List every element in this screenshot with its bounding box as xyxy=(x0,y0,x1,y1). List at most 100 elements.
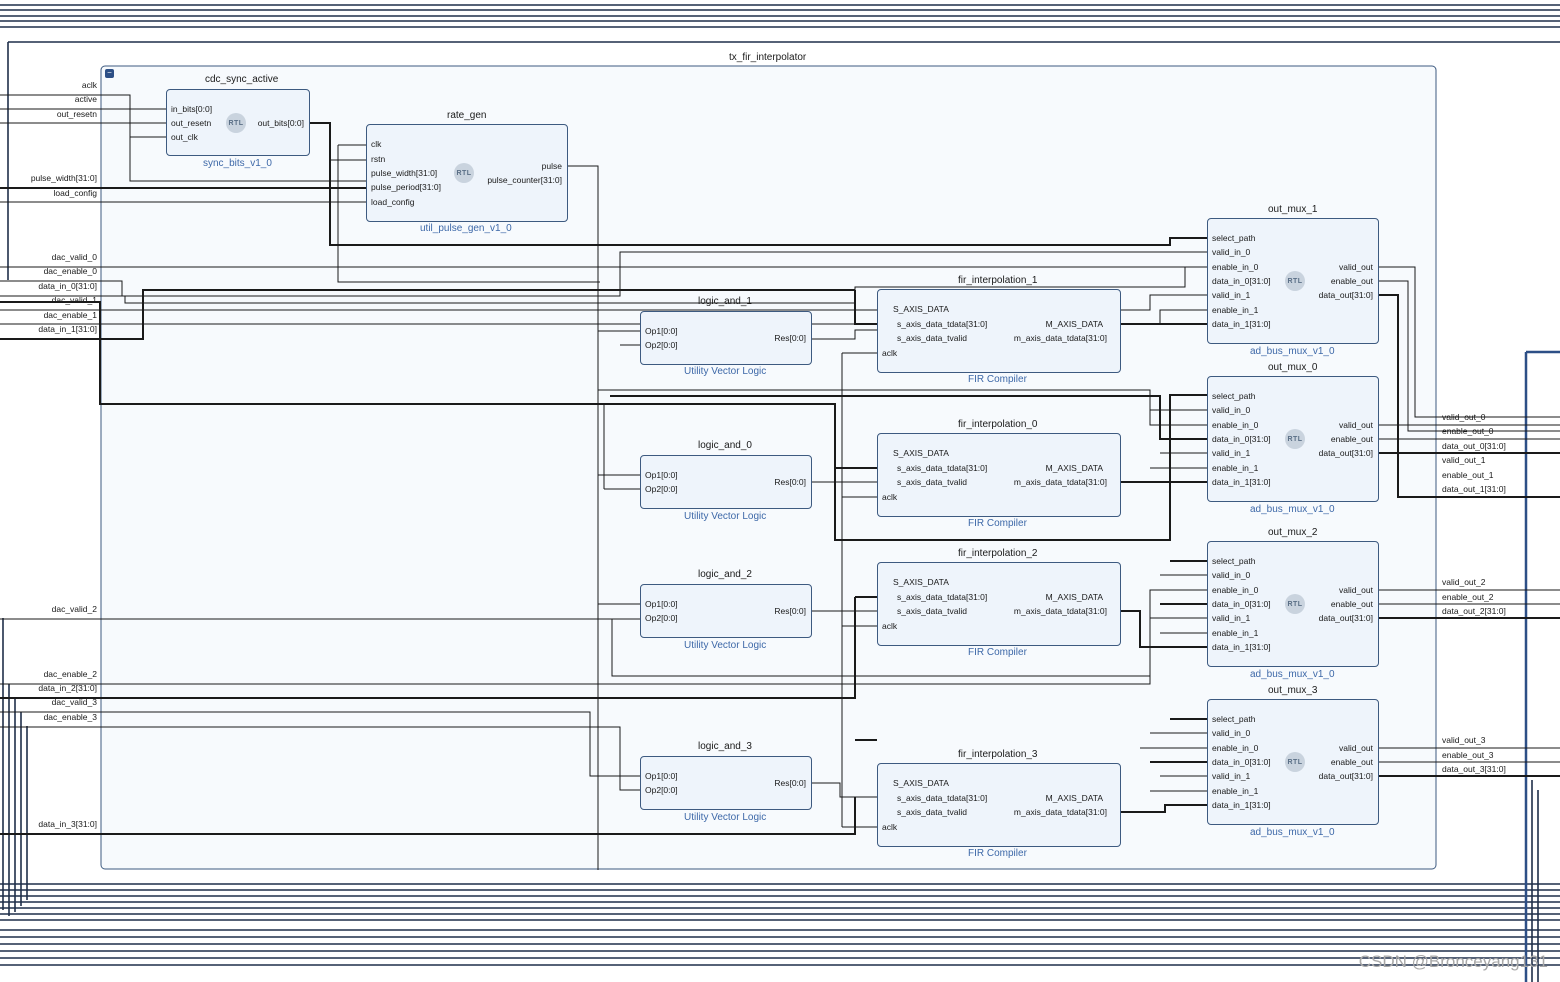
input-pin[interactable]: data_in_1[31:0] xyxy=(1212,642,1271,652)
input-pin[interactable]: aclk xyxy=(882,621,898,631)
external-output-port[interactable]: data_out_3[31:0] xyxy=(1442,764,1506,774)
external-input-port[interactable]: dac_valid_3 xyxy=(51,697,97,707)
input-pin[interactable]: enable_in_1 xyxy=(1212,786,1259,796)
collapse-icon[interactable]: − xyxy=(105,69,114,78)
input-pin[interactable]: enable_in_0 xyxy=(1212,262,1259,272)
input-pin[interactable]: Op1[0:0] xyxy=(645,599,678,609)
input-pin[interactable]: enable_in_0 xyxy=(1212,743,1259,753)
input-pin[interactable]: enable_in_1 xyxy=(1212,305,1259,315)
output-pin[interactable]: pulse_counter[31:0] xyxy=(487,175,562,185)
logic-and-1-block[interactable] xyxy=(640,311,812,365)
input-pin[interactable]: valid_in_1 xyxy=(1212,290,1251,300)
external-input-port[interactable]: dac_valid_1 xyxy=(51,295,97,305)
output-pin[interactable]: valid_out xyxy=(1338,262,1373,272)
external-input-port[interactable]: dac_enable_1 xyxy=(43,310,97,320)
external-input-port[interactable]: data_in_2[31:0] xyxy=(38,683,97,693)
bus-out-label[interactable]: M_AXIS_DATA xyxy=(1045,319,1103,329)
input-pin[interactable]: s_axis_data_tdata[31:0] xyxy=(897,463,988,473)
input-pin[interactable]: s_axis_data_tvalid xyxy=(897,477,967,487)
external-input-port[interactable]: dac_valid_2 xyxy=(51,604,97,614)
output-pin[interactable]: Res[0:0] xyxy=(774,333,806,343)
input-pin[interactable]: Op1[0:0] xyxy=(645,326,678,336)
bus-out-label[interactable]: M_AXIS_DATA xyxy=(1045,463,1103,473)
external-input-port[interactable]: dac_enable_3 xyxy=(43,712,97,722)
input-pin[interactable]: valid_in_1 xyxy=(1212,613,1251,623)
input-pin[interactable]: in_bits[0:0] xyxy=(171,104,213,114)
output-pin[interactable]: Res[0:0] xyxy=(774,778,806,788)
external-output-port[interactable]: enable_out_2 xyxy=(1442,592,1494,602)
input-pin[interactable]: data_in_1[31:0] xyxy=(1212,477,1271,487)
input-pin[interactable]: Op1[0:0] xyxy=(645,771,678,781)
input-pin[interactable]: enable_in_1 xyxy=(1212,628,1259,638)
output-pin[interactable]: enable_out xyxy=(1330,757,1373,767)
external-input-port[interactable]: data_in_0[31:0] xyxy=(38,281,97,291)
input-pin[interactable]: select_path xyxy=(1212,233,1256,243)
output-pin[interactable]: enable_out xyxy=(1330,599,1373,609)
external-output-port[interactable]: valid_out_0 xyxy=(1442,412,1486,422)
input-pin[interactable]: select_path xyxy=(1212,391,1256,401)
fir-0-block[interactable] xyxy=(877,433,1121,517)
input-pin[interactable]: enable_in_0 xyxy=(1212,420,1259,430)
output-pin[interactable]: m_axis_data_tdata[31:0] xyxy=(1013,606,1107,616)
output-pin[interactable]: enable_out xyxy=(1330,276,1373,286)
input-pin[interactable]: data_in_0[31:0] xyxy=(1212,434,1271,444)
external-input-port[interactable]: dac_enable_2 xyxy=(43,669,97,679)
external-input-port[interactable]: aclk xyxy=(81,80,97,90)
input-pin[interactable]: data_in_0[31:0] xyxy=(1212,599,1271,609)
output-pin[interactable]: data_out[31:0] xyxy=(1318,448,1373,458)
input-pin[interactable]: valid_in_0 xyxy=(1212,728,1251,738)
bus-out-label[interactable]: M_AXIS_DATA xyxy=(1045,592,1103,602)
external-output-port[interactable]: enable_out_3 xyxy=(1442,750,1494,760)
bus-in-label[interactable]: S_AXIS_DATA xyxy=(893,778,949,788)
input-pin[interactable]: select_path xyxy=(1212,714,1256,724)
input-pin[interactable]: valid_in_1 xyxy=(1212,771,1251,781)
input-pin[interactable]: Op2[0:0] xyxy=(645,484,678,494)
external-output-port[interactable]: data_out_2[31:0] xyxy=(1442,606,1506,616)
input-pin[interactable]: clk xyxy=(371,139,382,149)
logic-and-0-block[interactable] xyxy=(640,455,812,509)
input-pin[interactable]: load_config xyxy=(371,197,415,207)
output-pin[interactable]: Res[0:0] xyxy=(774,606,806,616)
input-pin[interactable]: enable_in_1 xyxy=(1212,463,1259,473)
input-pin[interactable]: s_axis_data_tdata[31:0] xyxy=(897,793,988,803)
input-pin[interactable]: s_axis_data_tvalid xyxy=(897,333,967,343)
external-input-port[interactable]: active xyxy=(74,94,97,104)
input-pin[interactable]: select_path xyxy=(1212,556,1256,566)
input-pin[interactable]: s_axis_data_tdata[31:0] xyxy=(897,319,988,329)
external-output-port[interactable]: valid_out_3 xyxy=(1442,735,1486,745)
input-pin[interactable]: valid_in_0 xyxy=(1212,405,1251,415)
input-pin[interactable]: data_in_1[31:0] xyxy=(1212,800,1271,810)
fir-1-block[interactable] xyxy=(877,289,1121,373)
input-pin[interactable]: s_axis_data_tvalid xyxy=(897,807,967,817)
bus-out-label[interactable]: M_AXIS_DATA xyxy=(1045,793,1103,803)
output-pin[interactable]: data_out[31:0] xyxy=(1318,613,1373,623)
logic-and-2-block[interactable] xyxy=(640,584,812,638)
output-pin[interactable]: data_out[31:0] xyxy=(1318,290,1373,300)
logic-and-3-block[interactable] xyxy=(640,756,812,810)
output-pin[interactable]: m_axis_data_tdata[31:0] xyxy=(1013,807,1107,817)
external-output-port[interactable]: data_out_1[31:0] xyxy=(1442,484,1506,494)
input-pin[interactable]: aclk xyxy=(882,348,898,358)
external-input-port[interactable]: data_in_1[31:0] xyxy=(38,324,97,334)
input-pin[interactable]: valid_in_1 xyxy=(1212,448,1251,458)
external-output-port[interactable]: enable_out_1 xyxy=(1442,470,1494,480)
output-pin[interactable]: out_bits[0:0] xyxy=(257,118,304,128)
input-pin[interactable]: Op2[0:0] xyxy=(645,613,678,623)
bus-in-label[interactable]: S_AXIS_DATA xyxy=(893,577,949,587)
input-pin[interactable]: valid_in_0 xyxy=(1212,570,1251,580)
bus-in-label[interactable]: S_AXIS_DATA xyxy=(893,304,949,314)
fir-2-block[interactable] xyxy=(877,562,1121,646)
input-pin[interactable]: out_clk xyxy=(171,132,198,142)
input-pin[interactable]: data_in_0[31:0] xyxy=(1212,276,1271,286)
input-pin[interactable]: aclk xyxy=(882,822,898,832)
input-pin[interactable]: aclk xyxy=(882,492,898,502)
input-pin[interactable]: Op2[0:0] xyxy=(645,785,678,795)
external-output-port[interactable]: valid_out_1 xyxy=(1442,455,1486,465)
output-pin[interactable]: valid_out xyxy=(1338,420,1373,430)
input-pin[interactable]: data_in_1[31:0] xyxy=(1212,319,1271,329)
output-pin[interactable]: m_axis_data_tdata[31:0] xyxy=(1013,477,1107,487)
input-pin[interactable]: Op1[0:0] xyxy=(645,470,678,480)
output-pin[interactable]: pulse xyxy=(541,161,562,171)
external-input-port[interactable]: load_config xyxy=(53,188,97,198)
external-output-port[interactable]: data_out_0[31:0] xyxy=(1442,441,1506,451)
